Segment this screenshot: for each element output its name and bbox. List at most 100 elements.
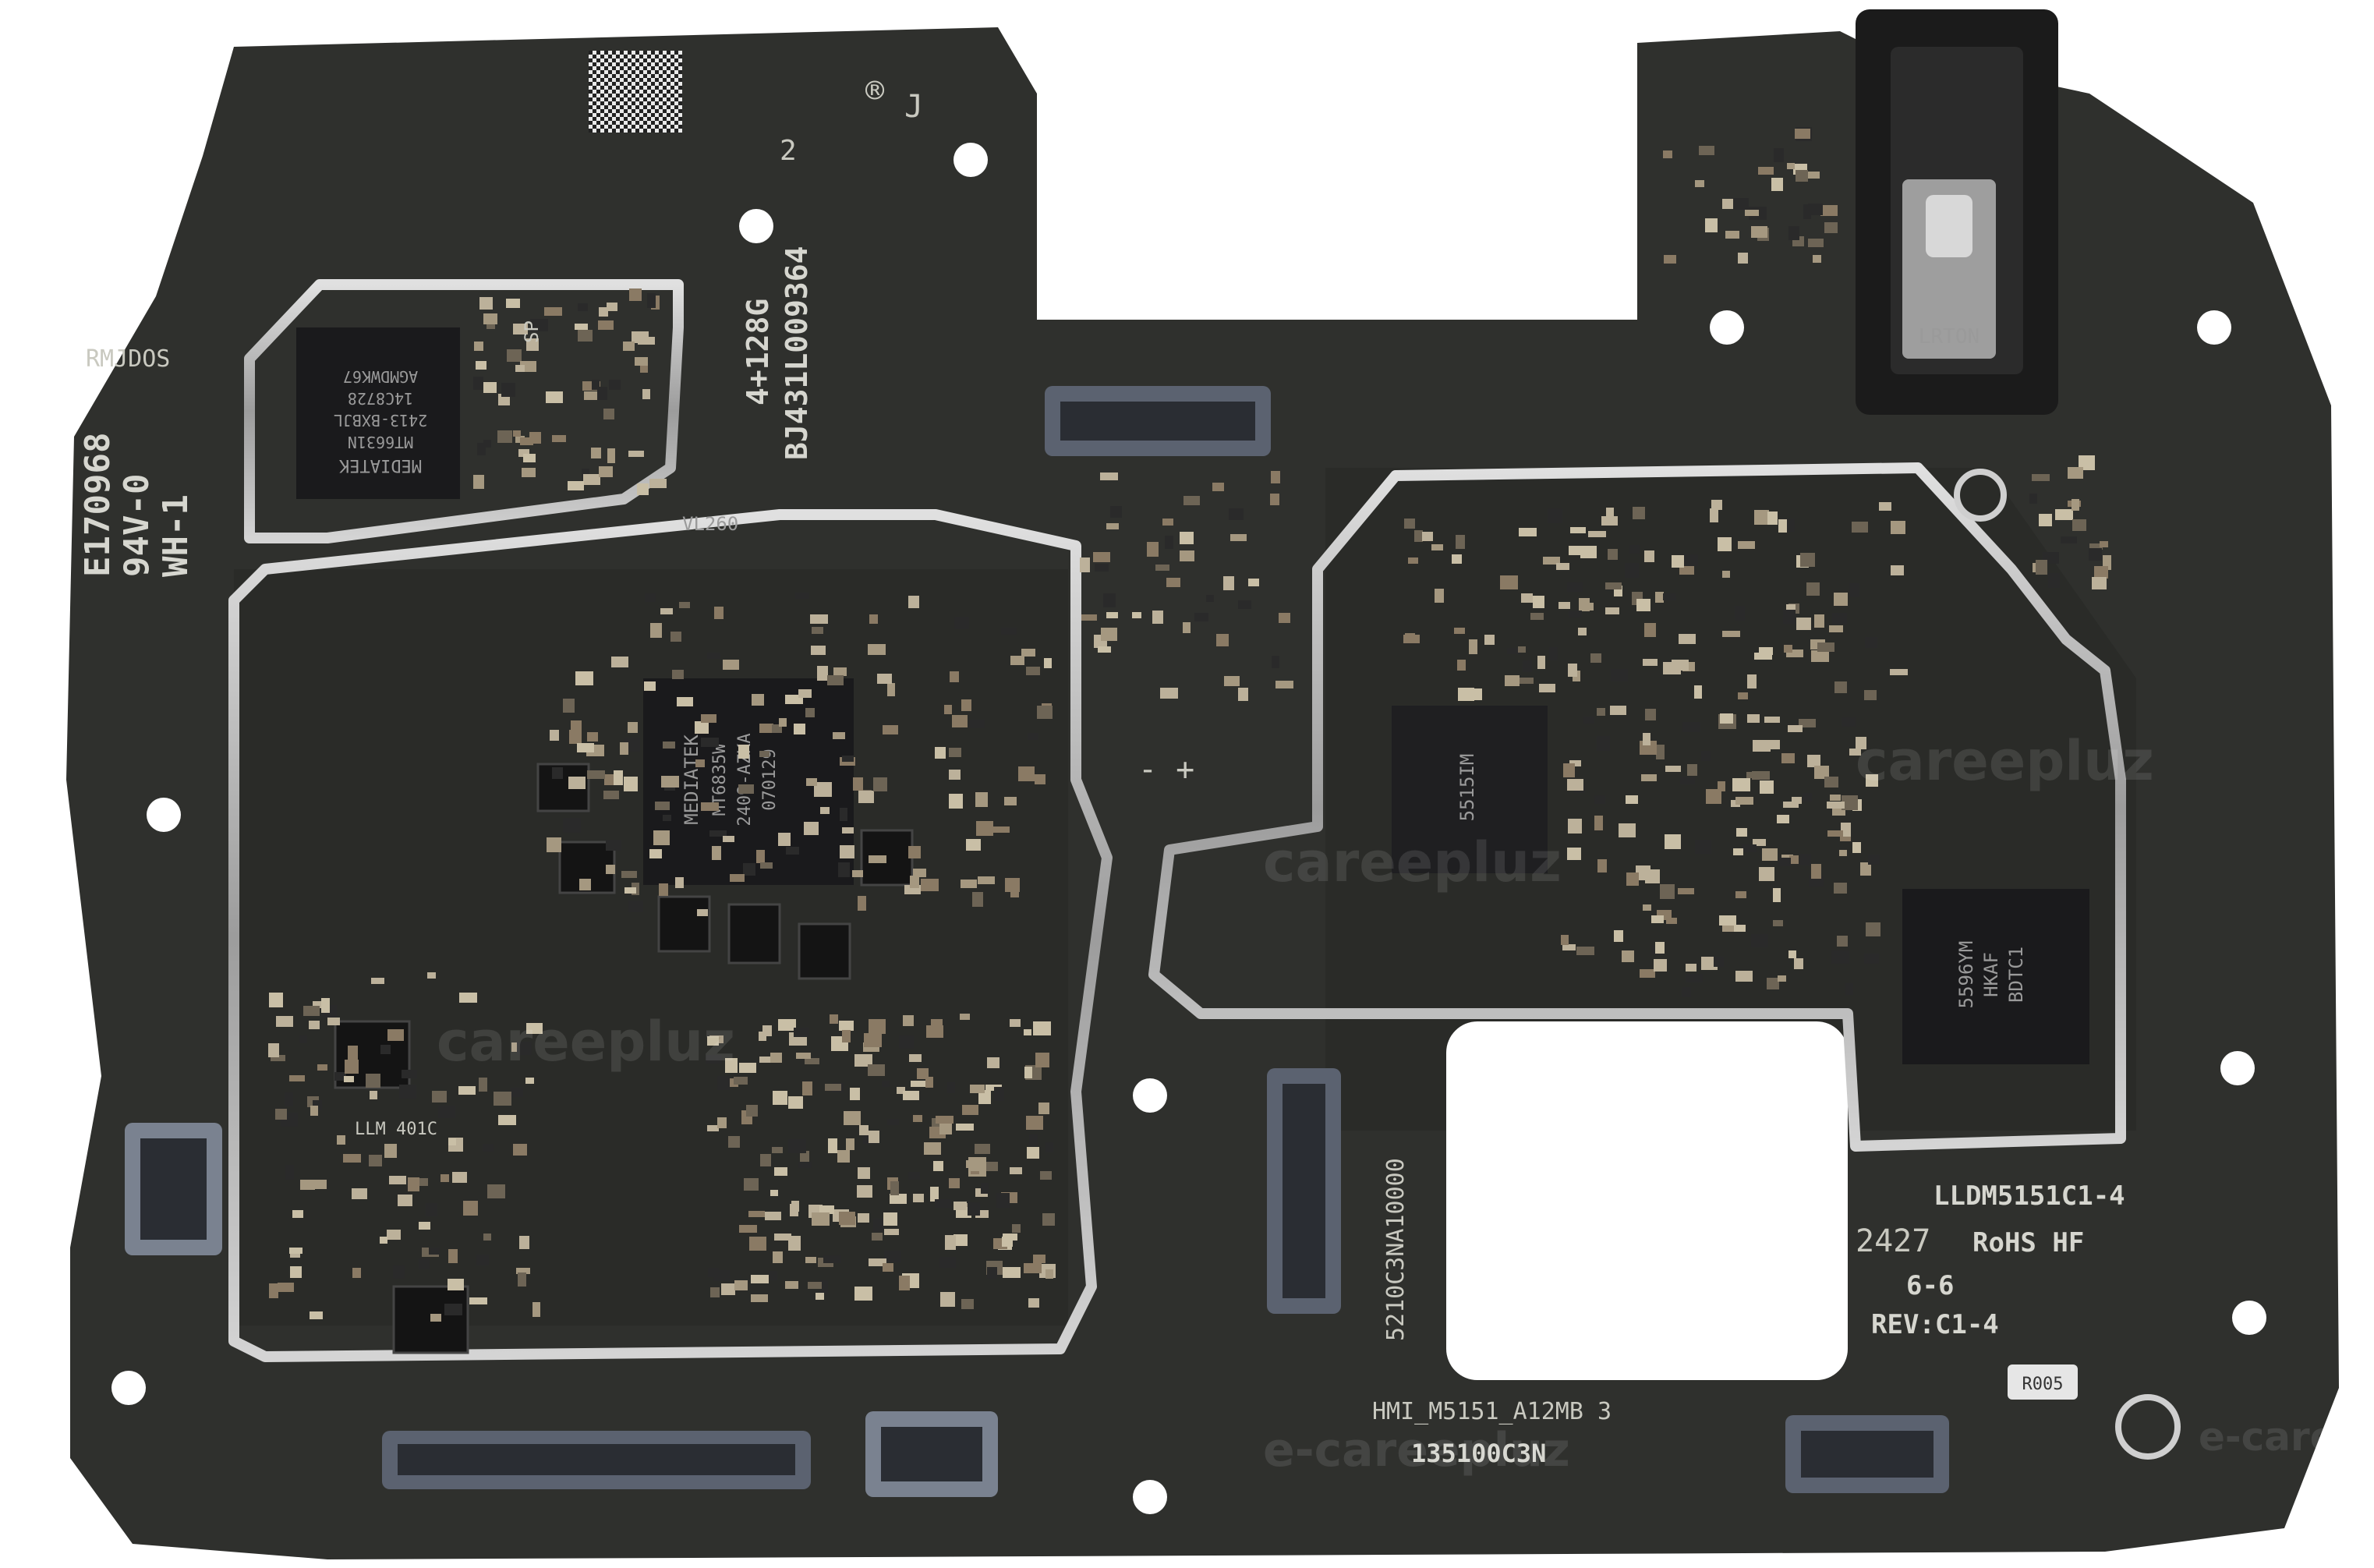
smd-part: [511, 1042, 520, 1052]
smd-part: [1183, 622, 1191, 633]
smd-part: [546, 391, 563, 403]
smd-part: [1868, 855, 1880, 865]
smd-part: [1594, 795, 1605, 804]
smd-part: [765, 1212, 781, 1220]
smd-part: [759, 1057, 774, 1063]
smd-part: [1699, 146, 1714, 155]
smd-part: [477, 443, 486, 455]
smd-part: [717, 1076, 730, 1090]
smd-part: [1567, 779, 1583, 791]
smd-part: [872, 1233, 883, 1241]
smd-part: [1767, 978, 1779, 989]
smd-part: [859, 1125, 869, 1135]
smd-part: [607, 448, 615, 463]
smd-part: [868, 644, 886, 655]
smd-part: [1849, 749, 1861, 756]
soc-brand: MEDIATEK: [681, 734, 702, 825]
smd-part: [839, 1021, 854, 1031]
smd-part: [289, 1075, 305, 1081]
amp-line3: BDTC1: [2005, 947, 2027, 1003]
smd-part: [1783, 802, 1799, 808]
smd-part: [1469, 639, 1477, 654]
smd-part: [709, 830, 727, 837]
smd-part: [1788, 226, 1799, 240]
smd-part: [1643, 904, 1651, 911]
smd-part: [2068, 467, 2083, 479]
smd-part: [854, 1287, 872, 1301]
smd-part: [931, 1019, 943, 1025]
smd-part: [276, 1016, 293, 1027]
smd-part: [310, 1106, 318, 1116]
smd-part: [994, 1087, 1004, 1101]
smd-part: [913, 1115, 922, 1122]
smd-part: [1852, 522, 1868, 533]
smd-part: [429, 1248, 440, 1255]
smd-part: [1773, 920, 1783, 926]
smd-part: [1706, 789, 1721, 804]
smd-part: [1132, 612, 1141, 618]
smd-part: [1865, 637, 1877, 648]
smd-part: [1786, 649, 1803, 657]
smd-part: [659, 883, 668, 896]
smd-part: [597, 387, 607, 400]
smd-part: [1010, 1019, 1021, 1027]
smd-part: [1523, 660, 1532, 672]
smd-part: [1004, 797, 1017, 805]
smd-part: [873, 1219, 883, 1232]
smd-part: [970, 1085, 985, 1093]
smd-part: [402, 1070, 417, 1078]
smd-part: [939, 1257, 956, 1268]
smd-part: [770, 1190, 778, 1196]
smd-part: [1622, 950, 1634, 962]
smd-part: [1606, 508, 1614, 522]
smd-part: [1788, 725, 1803, 732]
smd-part: [628, 451, 644, 457]
smd-part: [858, 896, 866, 911]
smd-part: [1103, 593, 1116, 607]
label-model: LLDM5151C1-4: [1934, 1180, 2125, 1212]
smd-part: [483, 1234, 491, 1241]
smd-part: [1010, 889, 1019, 897]
smd-part: [743, 863, 755, 876]
smd-part: [1583, 717, 1594, 724]
smd-part: [1777, 815, 1789, 823]
smd-part: [268, 1043, 279, 1057]
smd-part: [1890, 669, 1908, 675]
smd-part: [823, 1255, 841, 1263]
smd-part: [1579, 603, 1594, 611]
smd-part: [660, 608, 673, 614]
smd-part: [748, 1211, 765, 1217]
amp-line1: 5596YM: [1955, 941, 1977, 1009]
smd-part: [1654, 959, 1667, 972]
smd-part: [501, 383, 515, 397]
smd-part: [975, 1210, 989, 1218]
smd-part: [1580, 546, 1597, 558]
smd-part: [1021, 649, 1035, 657]
smd-part: [1275, 681, 1293, 688]
smd-part: [987, 1057, 999, 1068]
smd-part: [432, 1091, 447, 1103]
smd-part: [950, 671, 959, 682]
smd-part: [1619, 823, 1636, 837]
smd-part: [890, 1181, 899, 1195]
smd-part: [817, 666, 828, 681]
smd-part: [1891, 565, 1904, 575]
smd-part: [751, 1294, 768, 1302]
smd-part: [1533, 596, 1544, 608]
smd-part: [1633, 507, 1645, 519]
smd-part: [677, 697, 693, 706]
smd-part: [518, 1272, 526, 1287]
smd-components: [268, 127, 2111, 1322]
smd-part: [1735, 971, 1753, 982]
smd-part: [1026, 667, 1040, 675]
smd-part: [1771, 178, 1783, 191]
smd-part: [679, 602, 690, 608]
smd-part: [579, 879, 591, 890]
smd-part: [419, 1222, 430, 1230]
smd-part: [739, 1063, 756, 1073]
label-serial: BJ431L009364: [780, 246, 814, 460]
chip-pmic: 5515IM: [1392, 706, 1548, 873]
label-ul-line3: WH-1: [156, 494, 196, 577]
smd-part: [1590, 653, 1601, 663]
mounting-hole: [111, 1371, 146, 1405]
